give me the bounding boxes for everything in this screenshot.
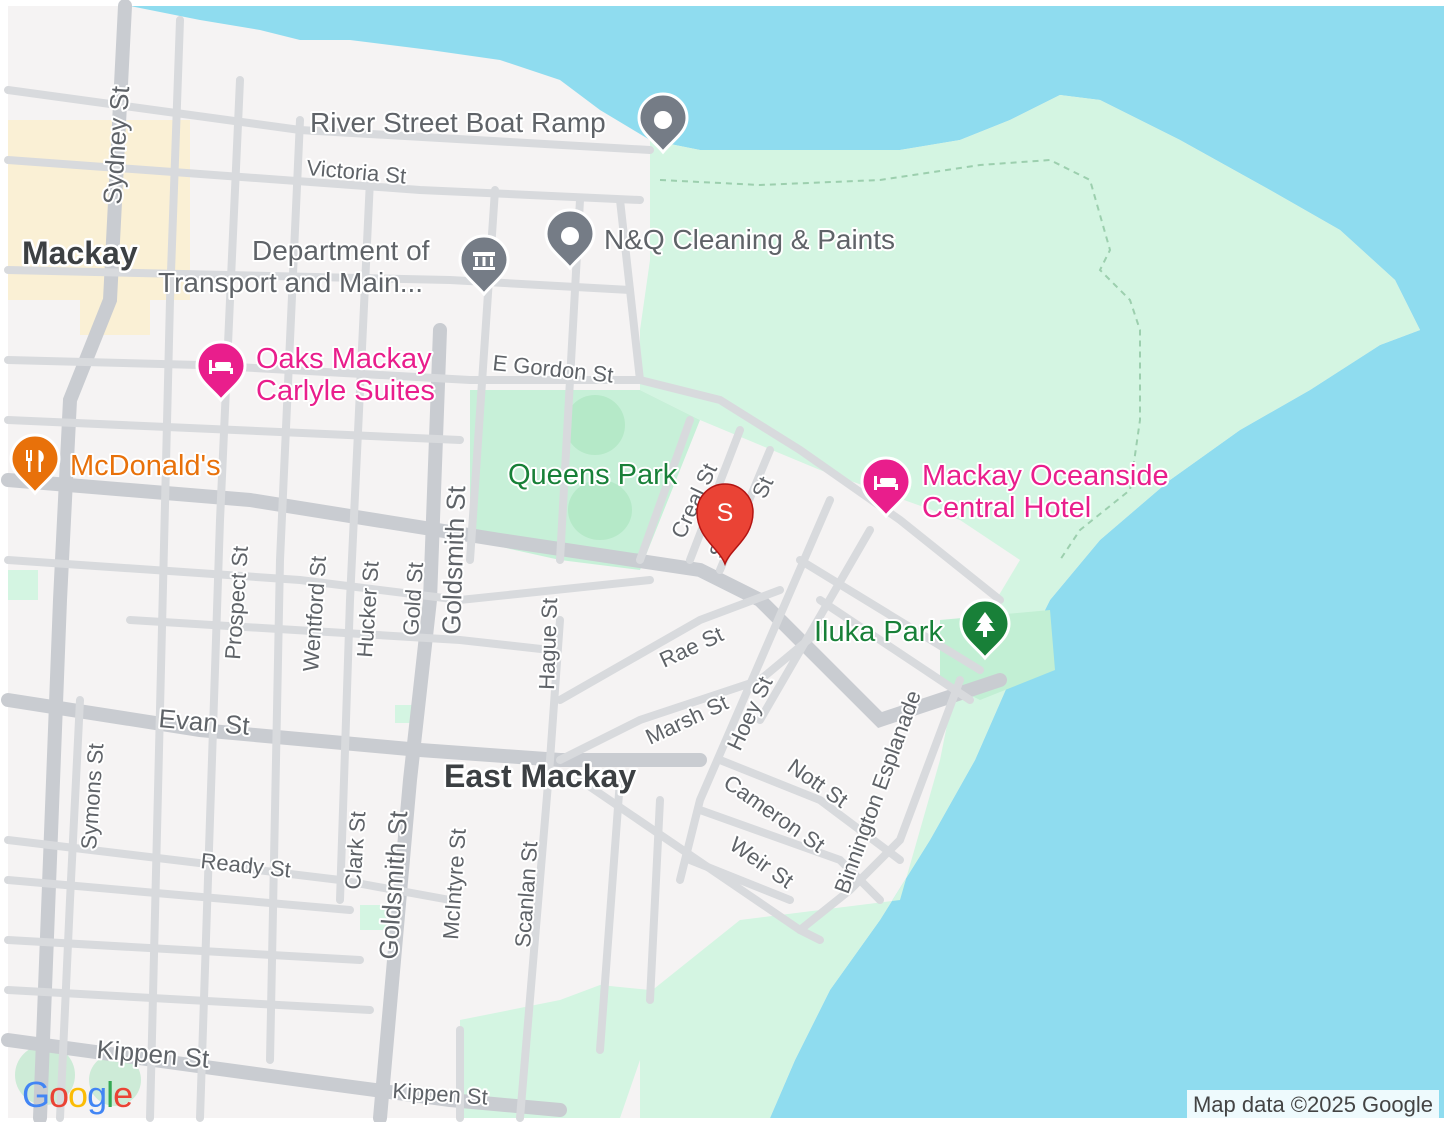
park-small-1 <box>8 570 38 600</box>
government-building-icon[interactable] <box>458 234 510 297</box>
queens-park-oval-2 <box>568 480 632 540</box>
google-logo: Google <box>22 1074 133 1116</box>
poi-label-boat-ramp[interactable]: River Street Boat Ramp <box>308 105 608 140</box>
queens-park-area <box>470 390 700 570</box>
park-small-3 <box>89 1054 141 1106</box>
pin-icon[interactable] <box>637 92 689 155</box>
logo-letter: e <box>113 1074 133 1115</box>
hotel-icon[interactable] <box>195 340 247 403</box>
poi-label-dept-line1[interactable]: Department of <box>250 233 432 268</box>
map-attribution[interactable]: Map data ©2025 Google <box>1186 1090 1439 1120</box>
suburb-east-mackay: East Mackay <box>444 758 636 794</box>
logo-letter: l <box>106 1074 114 1115</box>
poi-label-iluka-park[interactable]: Iluka Park <box>812 614 945 650</box>
poi-label-mcdonalds[interactable]: McDonald's <box>68 448 223 484</box>
logo-letter: o <box>68 1074 88 1115</box>
logo-letter: o <box>49 1074 69 1115</box>
hotel-icon[interactable] <box>860 456 912 519</box>
poi-label-oaks-line1[interactable]: Oaks Mackay <box>254 341 434 377</box>
street-clark: Clark St <box>340 811 370 891</box>
park-small-4 <box>360 905 390 930</box>
park-south <box>460 985 660 1118</box>
location-marker[interactable]: S <box>696 483 754 567</box>
restaurant-icon[interactable] <box>9 433 61 496</box>
street-gold: Gold St <box>398 561 428 636</box>
logo-letter: G <box>22 1074 50 1115</box>
poi-label-oceanside-line1[interactable]: Mackay Oceanside <box>920 458 1171 494</box>
poi-label-oceanside-line2[interactable]: Central Hotel <box>920 490 1093 526</box>
queens-park-oval <box>565 395 625 455</box>
street-goldsmith-north: Goldsmith St <box>436 485 471 636</box>
road-network <box>1 0 1007 1122</box>
poi-label-dept-line2[interactable]: Transport and Main... <box>156 265 425 300</box>
walking-trail <box>659 158 1141 561</box>
water-sea <box>130 6 1444 1118</box>
marker-letter: S <box>717 499 734 527</box>
park-tree-icon[interactable] <box>959 598 1011 661</box>
logo-letter: g <box>87 1074 107 1115</box>
pin-icon[interactable] <box>544 208 596 271</box>
poi-label-oaks-line2[interactable]: Carlyle Suites <box>254 373 437 409</box>
poi-label-queens-park[interactable]: Queens Park <box>506 457 680 493</box>
poi-label-nq-cleaning[interactable]: N&Q Cleaning & Paints <box>602 222 897 257</box>
suburb-mackay: Mackay <box>22 235 138 271</box>
park-headland <box>640 95 1420 1118</box>
street-hague: Hague St <box>534 598 562 691</box>
